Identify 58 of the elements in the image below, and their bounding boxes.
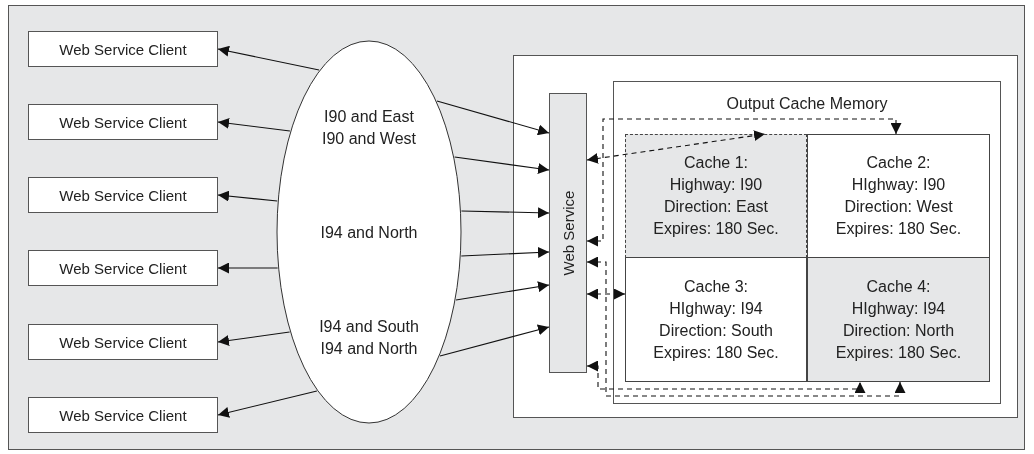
arrow xyxy=(217,331,291,346)
client-label: Web Service Client xyxy=(59,405,187,425)
route-ellipse xyxy=(276,40,462,424)
cache-detail: Expires: 180 Sec. xyxy=(653,342,779,363)
arrow xyxy=(460,207,550,219)
cache-detail: Cache 1: xyxy=(683,153,748,173)
client-label: Web Service Client xyxy=(59,112,187,132)
dashed-arrow xyxy=(586,256,906,397)
cache-detail: Direction: East xyxy=(663,197,768,217)
client-box xyxy=(28,31,218,67)
client-box xyxy=(28,177,218,213)
cache-memory-panel xyxy=(613,81,1001,404)
cache-detail: Highway: I90 xyxy=(669,175,763,195)
web-service-bar xyxy=(549,93,587,373)
arrow xyxy=(217,262,279,274)
route-label: I90 and East I90 and West xyxy=(321,107,417,149)
panel-title: Output Cache Memory xyxy=(726,94,888,113)
client-label: Web Service Client xyxy=(59,185,187,205)
arrow xyxy=(439,324,550,357)
cache-detail: Cache 2: xyxy=(866,153,931,173)
cache-detail: Direction: North xyxy=(842,320,955,341)
cache-detail: HIghway: I94 xyxy=(851,298,946,319)
dashed-arrow xyxy=(586,360,866,393)
cache-detail: Direction: South xyxy=(659,320,773,341)
arrow xyxy=(217,390,318,418)
cache-detail: HIghway: I90 xyxy=(851,175,946,195)
dashed-arrow xyxy=(586,118,902,247)
cache-detail: HIghway: I94 xyxy=(669,298,763,319)
arrow xyxy=(217,117,291,132)
arrow xyxy=(217,190,278,202)
cache-detail: Cache 4: xyxy=(866,276,931,297)
route-label: I94 and North xyxy=(319,223,419,243)
dashed-arrow xyxy=(586,130,766,164)
client-box xyxy=(28,250,218,286)
arrow xyxy=(455,281,550,301)
client-box xyxy=(28,104,218,140)
server-box xyxy=(513,55,1018,418)
arrow xyxy=(436,100,550,136)
cache-detail: Expires: 180 Sec. xyxy=(653,219,779,239)
web-service-label: Web Service xyxy=(558,190,578,276)
client-label: Web Service Client xyxy=(59,332,187,352)
cache-cell xyxy=(625,257,807,382)
client-label: Web Service Client xyxy=(59,39,187,59)
arrow xyxy=(454,156,550,174)
arrow xyxy=(460,247,550,258)
arrow xyxy=(217,45,320,71)
cache-cell xyxy=(625,134,807,258)
cache-detail: Cache 3: xyxy=(683,276,748,297)
client-label: Web Service Client xyxy=(59,258,187,278)
cache-detail: Expires: 180 Sec. xyxy=(835,219,962,239)
cache-cell xyxy=(807,257,990,382)
client-box xyxy=(28,324,218,360)
cache-detail: Expires: 180 Sec. xyxy=(835,342,962,363)
route-label: I94 and South I94 and North xyxy=(318,317,420,359)
cache-detail: Direction: West xyxy=(844,197,953,217)
cache-cell xyxy=(807,134,990,258)
client-box xyxy=(28,397,218,433)
dashed-arrow xyxy=(586,288,626,300)
